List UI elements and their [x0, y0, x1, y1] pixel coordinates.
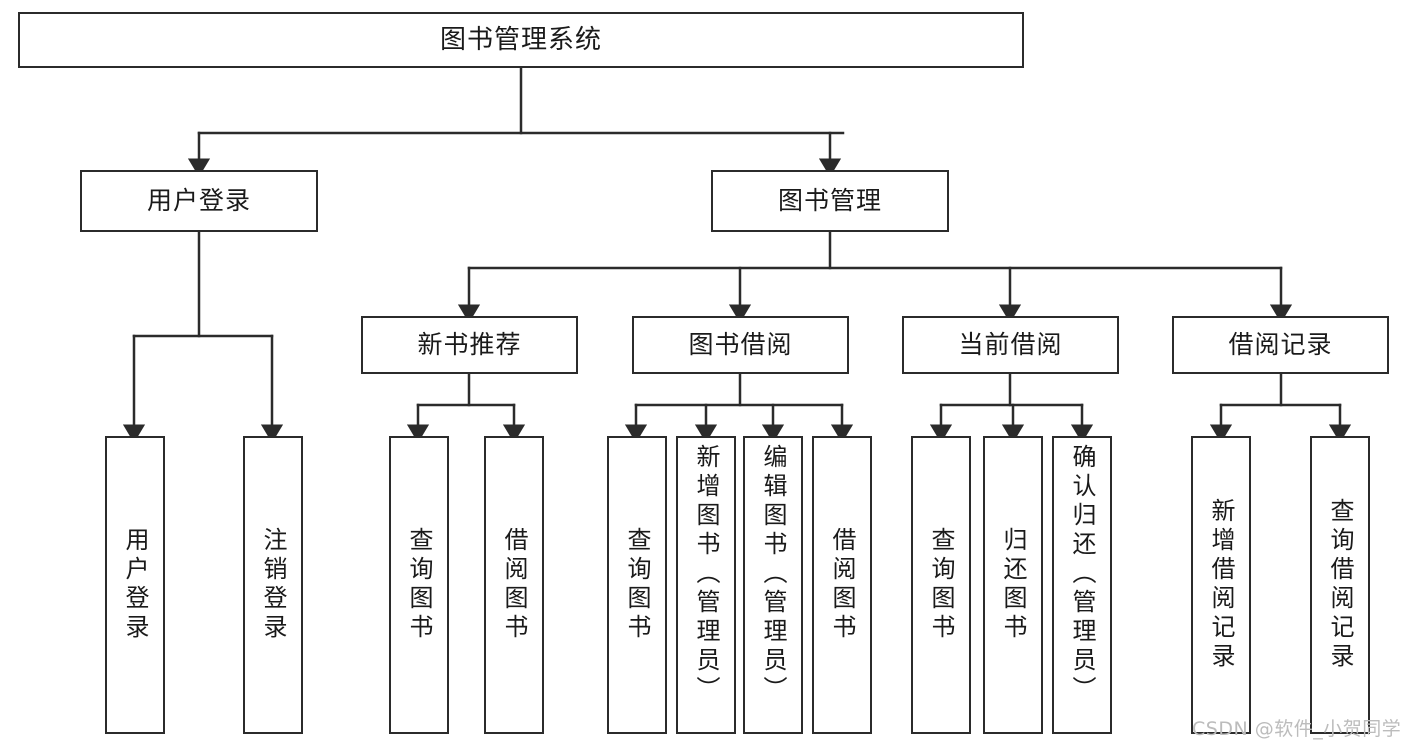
node-leaf-edit-book[interactable]: 编辑图书（管理员） — [743, 436, 803, 734]
node-leaf-add-book[interactable]: 新增图书（管理员） — [676, 436, 736, 734]
node-leaf-borrow-book-1-label: 借阅图书 — [500, 527, 528, 643]
node-new-book-rec-label: 新书推荐 — [417, 330, 522, 360]
node-book-borrow[interactable]: 图书借阅 — [632, 316, 849, 374]
node-leaf-add-record-label: 新增借阅记录 — [1207, 498, 1235, 672]
node-root[interactable]: 图书管理系统 — [18, 12, 1024, 68]
node-leaf-return-book-label: 归还图书 — [999, 527, 1027, 643]
node-leaf-confirm-return[interactable]: 确认归还（管理员） — [1052, 436, 1112, 734]
node-leaf-user-login-label: 用户登录 — [121, 527, 149, 643]
node-leaf-return-book[interactable]: 归还图书 — [983, 436, 1043, 734]
node-user-login-label: 用户登录 — [146, 186, 251, 216]
node-borrow-record[interactable]: 借阅记录 — [1172, 316, 1389, 374]
node-user-login[interactable]: 用户登录 — [80, 170, 318, 232]
node-leaf-query-book-3-label: 查询图书 — [927, 527, 955, 643]
node-leaf-confirm-return-label: 确认归还（管理员） — [1068, 444, 1096, 705]
node-leaf-query-book-2[interactable]: 查询图书 — [607, 436, 667, 734]
node-leaf-query-book-3[interactable]: 查询图书 — [911, 436, 971, 734]
node-current-borrow-label: 当前借阅 — [958, 330, 1063, 360]
csdn-watermark: CSDN @软件_小贺同学 — [1192, 718, 1402, 740]
node-new-book-rec[interactable]: 新书推荐 — [361, 316, 578, 374]
node-leaf-query-book-2-label: 查询图书 — [623, 527, 651, 643]
node-book-manage-label: 图书管理 — [777, 186, 882, 216]
node-leaf-query-book-1-label: 查询图书 — [405, 527, 433, 643]
node-leaf-user-login[interactable]: 用户登录 — [105, 436, 165, 734]
node-leaf-query-record[interactable]: 查询借阅记录 — [1310, 436, 1370, 734]
node-leaf-borrow-book-2[interactable]: 借阅图书 — [812, 436, 872, 734]
node-leaf-query-record-label: 查询借阅记录 — [1326, 498, 1354, 672]
node-current-borrow[interactable]: 当前借阅 — [902, 316, 1119, 374]
node-book-borrow-label: 图书借阅 — [688, 330, 793, 360]
node-leaf-logout-login-label: 注销登录 — [259, 527, 287, 643]
node-borrow-record-label: 借阅记录 — [1228, 330, 1333, 360]
node-leaf-add-record[interactable]: 新增借阅记录 — [1191, 436, 1251, 734]
node-leaf-query-book-1[interactable]: 查询图书 — [389, 436, 449, 734]
node-leaf-add-book-label: 新增图书（管理员） — [692, 444, 720, 705]
node-leaf-logout-login[interactable]: 注销登录 — [243, 436, 303, 734]
node-book-manage[interactable]: 图书管理 — [711, 170, 949, 232]
node-leaf-borrow-book-1[interactable]: 借阅图书 — [484, 436, 544, 734]
node-leaf-edit-book-label: 编辑图书（管理员） — [759, 444, 787, 705]
node-root-label: 图书管理系统 — [439, 24, 602, 55]
node-leaf-borrow-book-2-label: 借阅图书 — [828, 527, 856, 643]
